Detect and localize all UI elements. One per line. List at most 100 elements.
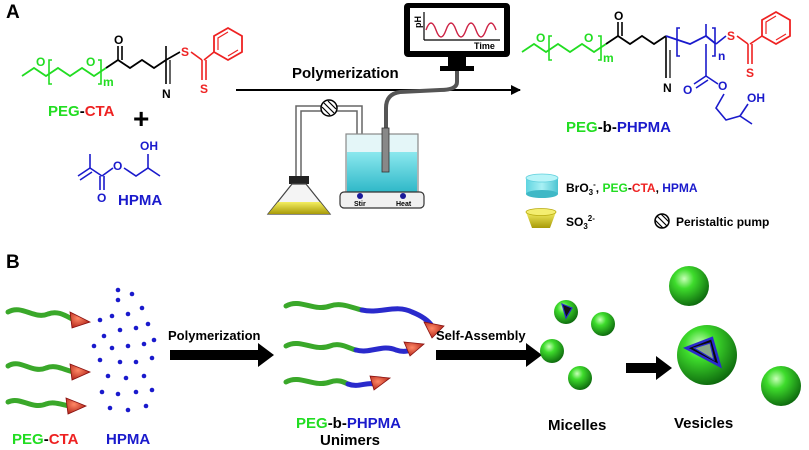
unimers-label-phpma: PHPMA (347, 415, 401, 432)
peg-cta-label-peg: PEG (48, 103, 80, 120)
prod-repeat-m: m (603, 51, 614, 65)
legend-bro-sub: 3 (589, 188, 594, 197)
cs-bond (165, 51, 181, 61)
legend-item-3: Peristaltic pump (676, 215, 769, 229)
unimer-peg-2 (283, 340, 359, 353)
peg-cta-label-dash: - (80, 103, 85, 120)
legend: BrO3-, PEG-CTA, HPMA SO32- Peristaltic p… (525, 173, 769, 231)
vinyl-bond-1 (77, 167, 91, 177)
vesicle-small-top (669, 266, 709, 306)
unimer-peg-3 (283, 376, 351, 387)
prod-hydroxyl: OH (747, 91, 765, 105)
benzene-inner-2 (227, 49, 239, 57)
thione-sulfur: S (200, 82, 208, 96)
hpma-monomer-dots (91, 287, 157, 413)
to-vesicles-arrow (626, 356, 672, 380)
peg-cta-structure: O O m O N S S (21, 26, 243, 101)
prod-benzene-inner-2 (775, 33, 787, 41)
peg-chain-3 (5, 398, 73, 409)
peg-cta-label: PEG-CTA (48, 103, 115, 120)
legend-pump-icon (654, 213, 670, 229)
peg-zigzag-bond (21, 66, 107, 78)
legend-comma-1: , (596, 181, 603, 195)
micelle-core-cutout (561, 302, 573, 320)
prod-thio-s: S (727, 29, 735, 43)
phenyl-bond (203, 51, 215, 61)
legend-hpma: HPMA (662, 181, 698, 195)
vesicles-label: Vesicles (674, 415, 733, 432)
cta-cone-2 (69, 363, 92, 381)
product-structure: O O m O N n O O OH S S (521, 9, 791, 125)
cta-backbone-bond (105, 58, 167, 70)
legend-cta: CTA (632, 181, 656, 195)
hpma-ester-o: O (113, 159, 122, 173)
micelle-3 (540, 339, 564, 363)
legend-so-sup: 2- (588, 214, 595, 223)
prod-peg-bracket-left (548, 35, 552, 61)
prod-phpma-bracket-left (676, 27, 680, 57)
unimer-cone-2 (403, 341, 425, 357)
carbonyl-chain (89, 167, 103, 177)
hpma-hydroxyl: OH (140, 139, 158, 153)
product-label: PEG-b-PHPMA (566, 119, 671, 136)
stir-knob (357, 193, 363, 199)
ph-oscillation-trace (425, 22, 497, 38)
prod-backbone (605, 34, 667, 46)
micelles-label: Micelles (548, 417, 606, 434)
hpma-label-a: HPMA (118, 192, 162, 209)
panel-a-label: A (6, 2, 20, 23)
peg-cta-label-b-peg: PEG (12, 431, 44, 448)
prod-ester-o-bond (705, 75, 719, 85)
polymerization-arrow-label: Polymerization (292, 65, 399, 82)
peg-cta-chains (5, 307, 92, 415)
legend-bro: BrO (566, 181, 589, 195)
hpma-structure: O O OH (77, 139, 161, 205)
peg-repeat-m: m (103, 75, 114, 89)
hydroxypropyl-chain (123, 167, 161, 177)
prod-carbonyl-o: O (614, 9, 623, 23)
unimer-phpma-3 (345, 381, 377, 388)
cta-cone-3 (65, 397, 88, 415)
nitrile-nitrogen: N (162, 87, 171, 101)
prod-sc-bond (736, 35, 749, 45)
benzene-inner (217, 31, 229, 50)
legend-comma-2: , (656, 181, 663, 195)
legend-cylinder-icon (525, 173, 559, 198)
unimer-cone-3 (369, 375, 392, 391)
unimers-label: Unimers (320, 432, 380, 449)
prod-ester-o: O (718, 79, 727, 93)
panel-b-label: B (6, 252, 20, 273)
polymerization-arrow-label-b: Polymerization (168, 328, 261, 343)
prod-peg-bracket-right (598, 35, 602, 61)
legend-sulfite-icon (525, 208, 557, 228)
legend-bro-sup: - (593, 180, 596, 189)
peg-cta-label-cta: CTA (85, 103, 115, 120)
prod-nitrile-n: N (663, 81, 672, 95)
monitor-stand (448, 57, 466, 66)
vesicle-right (761, 366, 801, 406)
monitor-base (440, 66, 474, 71)
hotplate (339, 191, 425, 209)
ester-o-bond (101, 167, 114, 177)
prod-repeat-n: n (718, 49, 725, 63)
ph-probe (381, 127, 390, 173)
unimer-chains (283, 300, 445, 391)
flask-liquid (268, 202, 330, 214)
heat-knob (400, 193, 406, 199)
peg-chain-1 (5, 307, 77, 323)
micelle-2 (591, 312, 615, 336)
self-assembly-arrow-label: Self-Assembly (436, 328, 526, 343)
prod-peg-zigzag (521, 42, 607, 54)
flask-stopper (289, 176, 309, 184)
prod-phpma-backbone (665, 34, 717, 45)
unimer-phpma-1 (359, 306, 435, 329)
micelles (540, 300, 615, 390)
unimers-label-b: -b- (328, 415, 347, 432)
unimers-copolymer-label: PEG-b-PHPMA (296, 415, 401, 432)
prod-phenyl-bond (749, 35, 763, 45)
carbonyl-oxygen: O (114, 33, 123, 47)
prod-peg-o-mid: O (584, 31, 593, 45)
prod-ester-co-1 (693, 75, 707, 85)
ph-monitor: pH Time (404, 3, 510, 71)
product-label-phpma: PHPMA (617, 119, 671, 136)
